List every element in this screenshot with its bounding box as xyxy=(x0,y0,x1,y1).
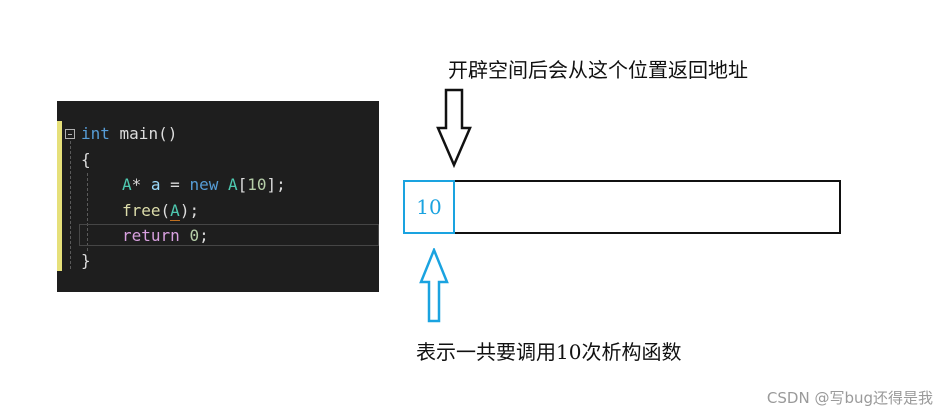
code-line-3: A* a = new A[10]; xyxy=(122,172,286,198)
code-line-5: return 0; xyxy=(122,223,209,249)
space xyxy=(180,226,190,245)
code-editor: int main() { A* a = new A[10]; free(A); … xyxy=(57,101,379,292)
close-brace: } xyxy=(81,251,91,270)
code-line-2: { xyxy=(81,147,91,173)
variable-name: a xyxy=(150,175,161,194)
semicolon: ; xyxy=(199,226,209,245)
code-line-6: } xyxy=(81,248,91,274)
number-literal: 0 xyxy=(189,226,200,245)
space xyxy=(218,175,228,194)
type-name: A xyxy=(228,175,238,194)
collapse-icon[interactable] xyxy=(65,129,75,139)
down-arrow-icon xyxy=(436,88,472,168)
up-arrow-icon xyxy=(419,248,449,323)
current-line-highlight xyxy=(79,224,379,246)
bottom-caption: 表示一共要调用10次析构函数 xyxy=(416,340,682,364)
memory-block xyxy=(403,180,841,234)
top-caption: 开辟空间后会从这个位置返回地址 xyxy=(448,58,748,82)
open-brace: { xyxy=(81,150,91,169)
keyword: int xyxy=(81,124,110,143)
number-literal: 10 xyxy=(247,175,267,194)
fold-guide xyxy=(70,141,71,269)
watermark: CSDN @写bug还得是我 xyxy=(766,389,933,407)
keyword: new xyxy=(189,175,219,194)
assign-op: = xyxy=(160,175,190,194)
keyword: return xyxy=(122,226,180,245)
count-cell: 10 xyxy=(403,180,455,234)
indent-guide xyxy=(87,173,88,251)
code-line-1: int main() xyxy=(81,121,177,147)
argument-with-error-squiggle: A xyxy=(170,201,180,221)
type-name: A xyxy=(122,175,132,194)
paren: ); xyxy=(179,201,200,220)
code-line-4: free(A); xyxy=(122,198,199,224)
function-name: free xyxy=(122,201,161,220)
change-marker-bar xyxy=(57,121,62,271)
paren: ( xyxy=(160,201,171,220)
function-signature: main() xyxy=(109,124,178,143)
bracket: ]; xyxy=(266,175,286,194)
pointer-star: * xyxy=(131,175,151,194)
bracket: [ xyxy=(237,175,248,194)
